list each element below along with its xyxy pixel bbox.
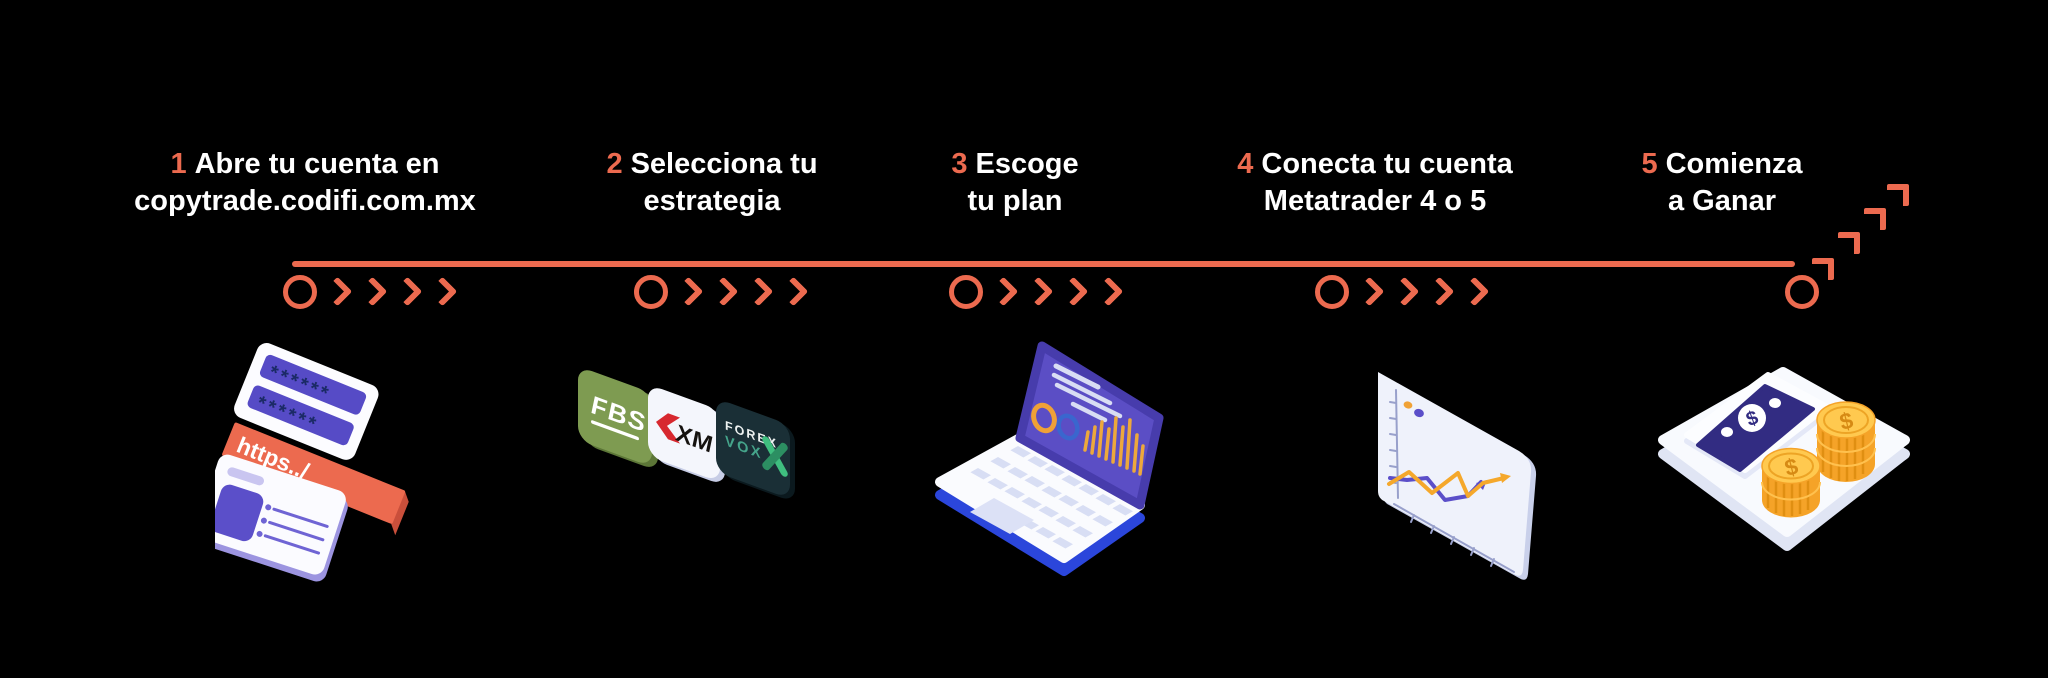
chevron-right-icon: [1389, 276, 1420, 307]
step-5-line2: a Ganar: [1668, 185, 1776, 217]
broker-logos-illustration: FBS XM FOREX VOX: [578, 370, 795, 499]
step-2-text: Selecciona tu: [630, 148, 818, 180]
money-coins-illustration: $ $: [1658, 367, 1910, 551]
chevron-right-icon: [1093, 276, 1124, 307]
coin-dollar-text: $: [1782, 453, 1801, 481]
arrow-head: [1500, 473, 1511, 483]
chevron-right-icon: [1058, 276, 1089, 307]
vox-x-icon: [762, 436, 788, 477]
step-2-circle-marker-icon: [634, 275, 668, 309]
step-5-number: 5: [1641, 148, 1658, 180]
id-card: [215, 454, 348, 582]
xm-tile: XM: [648, 388, 725, 482]
laptop-screen: [1015, 341, 1164, 510]
performance-chart-illustration: [1378, 372, 1537, 580]
step-1-number: 1: [170, 148, 187, 180]
stairs-up-icon: [1812, 258, 1834, 280]
xm-arrow-icon: [656, 413, 680, 444]
line-series-orange: [1387, 470, 1511, 498]
chevron-right-icon: [357, 276, 388, 307]
coin-seams: [1761, 481, 1821, 501]
browser-login-illustration: ****** ****** https../: [215, 343, 409, 582]
chevron-right-icon: [1023, 276, 1054, 307]
coin-dollar-text: $: [1837, 407, 1856, 435]
chevron-right-icon: [1354, 276, 1385, 307]
chevron-right-icon: [988, 276, 1019, 307]
step-3-circle-marker-icon: [949, 275, 983, 309]
laptop-charts-illustration: [935, 341, 1164, 576]
screen-text-lines: [1051, 363, 1123, 423]
step-5-text: Comienza: [1665, 148, 1803, 180]
coin-stack-tall: $: [1816, 401, 1876, 482]
forexvox-tile: FOREX VOX: [716, 402, 795, 499]
step-1-text: Abre tu cuenta en: [194, 148, 440, 180]
chevron-right-icon: [392, 276, 423, 307]
step-3-line2: tu plan: [967, 185, 1063, 217]
stairs-up-icon: [1887, 184, 1909, 206]
stairs-up-icon: [1864, 208, 1886, 230]
chevron-right-icon: [708, 276, 739, 307]
banknote: $: [1696, 384, 1815, 472]
chevron-right-icon: [673, 276, 704, 307]
step-4-line2: Metatrader 4 o 5: [1263, 185, 1487, 217]
timeline-line: [292, 261, 1795, 267]
step-3-number: 3: [951, 148, 968, 180]
login-card: ****** ******: [234, 343, 379, 460]
chevron-right-icon: [743, 276, 774, 307]
stairs-up-icon: [1838, 232, 1860, 254]
step-4-circle-marker-icon: [1315, 275, 1349, 309]
coin-stack-short: $: [1761, 447, 1821, 518]
chevron-right-icon: [427, 276, 458, 307]
chevron-right-icon: [1459, 276, 1490, 307]
step-5-circle-marker-icon: [1785, 275, 1819, 309]
step-4-text: Conecta tu cuenta: [1261, 148, 1513, 180]
text-lines: [263, 507, 329, 555]
donut-chart-blue: [1056, 413, 1080, 441]
step-3-text: Escoge: [975, 148, 1079, 180]
step-1-circle-marker-icon: [283, 275, 317, 309]
fbs-tile: FBS: [578, 370, 658, 467]
step-4-number: 4: [1237, 148, 1254, 180]
coin-seams: [1816, 433, 1876, 467]
donut-chart-orange: [1031, 402, 1057, 434]
avatar: [215, 484, 264, 542]
trackpad: [970, 498, 1034, 534]
chevron-right-icon: [322, 276, 353, 307]
chevron-right-icon: [778, 276, 809, 307]
legend-dot-orange: [1403, 401, 1413, 409]
step-2-line2: estrategia: [643, 185, 781, 217]
step-2-number: 2: [606, 148, 623, 180]
bar-chart: [1083, 416, 1145, 476]
chevron-right-icon: [1424, 276, 1455, 307]
step-1-line2: copytrade.codifi.com.mx: [134, 185, 476, 217]
legend-dot-purple: [1414, 408, 1424, 418]
